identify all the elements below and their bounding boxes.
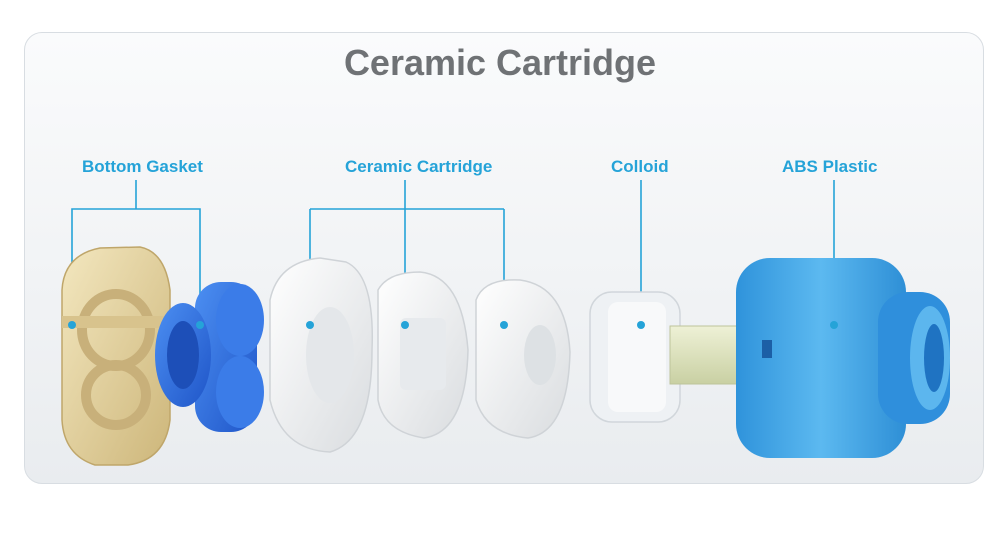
label-bottom-gasket: Bottom Gasket	[82, 157, 203, 176]
diagram-title: Ceramic Cartridge	[343, 42, 657, 83]
label-abs-plastic: ABS Plastic	[782, 157, 878, 176]
ceramic-disc-2	[377, 271, 469, 439]
bottom-whitespace	[0, 497, 1000, 557]
ceramic-disc-1	[269, 257, 374, 453]
callout-ceramic-cartridge	[309, 180, 505, 325]
abs-plastic-part	[736, 258, 950, 458]
callout-dots	[68, 321, 838, 329]
ceramic-disc-3	[475, 279, 571, 439]
label-ceramic-cartridge: Ceramic Cartridge	[345, 157, 493, 176]
blue-gasket-part	[155, 282, 264, 432]
label-colloid: Colloid	[611, 157, 669, 176]
colloid-part	[589, 291, 681, 423]
bottom-gasket-part	[61, 246, 171, 466]
